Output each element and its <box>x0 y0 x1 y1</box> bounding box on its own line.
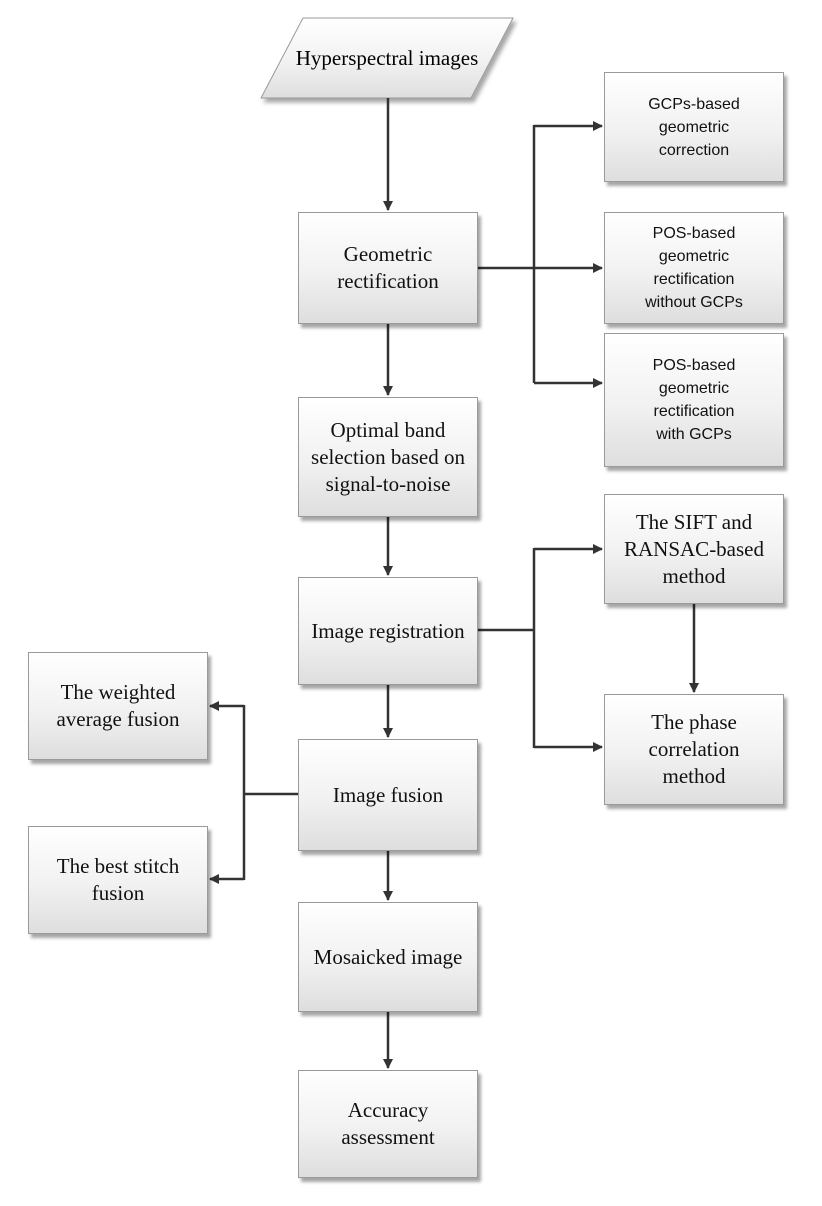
optimal-band-selection-node: Optimal band selection based on signal-t… <box>298 397 478 517</box>
gcps-geometric-correction-label: GCPs-based geometric correction <box>648 95 740 159</box>
best-stitch-fusion-label: The best stitch fusion <box>56 854 180 905</box>
phase-correlation-method-node: The phase correlation method <box>604 694 784 805</box>
pos-rectification-without-gcps-label: POS-based geometric rectification withou… <box>645 225 743 311</box>
sift-ransac-method-label: The SIFT and RANSAC-based method <box>624 509 764 588</box>
hyperspectral-images-node: Hyperspectral images <box>261 18 513 98</box>
weighted-average-fusion-label: The weighted average fusion <box>56 680 180 731</box>
pos-rectification-with-gcps-node: POS-based geometric rectification with G… <box>604 333 784 467</box>
best-stitch-fusion-node: The best stitch fusion <box>28 826 208 934</box>
accuracy-assessment-label: Accuracy assessment <box>341 1098 435 1149</box>
phase-correlation-method-label: The phase correlation method <box>648 710 740 788</box>
pos-rectification-without-gcps-node: POS-based geometric rectification withou… <box>604 212 784 324</box>
hyperspectral-images-label: Hyperspectral images <box>295 45 479 70</box>
accuracy-assessment-node: Accuracy assessment <box>298 1070 478 1178</box>
gcps-geometric-correction-node: GCPs-based geometric correction <box>604 72 784 182</box>
image-fusion-label: Image fusion <box>332 782 444 807</box>
pos-rectification-with-gcps-label: POS-based geometric rectification with G… <box>652 357 736 443</box>
geometric-rectification-label: Geometric rectification <box>337 242 439 293</box>
mosaicked-image-label: Mosaicked image <box>313 944 463 969</box>
image-registration-label: Image registration <box>311 618 465 643</box>
input-parallelogram-shape <box>260 17 514 99</box>
geometric-rectification-node: Geometric rectification <box>298 212 478 324</box>
optimal-band-selection-label: Optimal band selection based on signal-t… <box>311 417 465 496</box>
sift-ransac-method-node: The SIFT and RANSAC-based method <box>604 494 784 604</box>
mosaicked-image-node: Mosaicked image <box>298 902 478 1012</box>
weighted-average-fusion-node: The weighted average fusion <box>28 652 208 760</box>
image-fusion-node: Image fusion <box>298 739 478 851</box>
image-registration-node: Image registration <box>298 577 478 685</box>
